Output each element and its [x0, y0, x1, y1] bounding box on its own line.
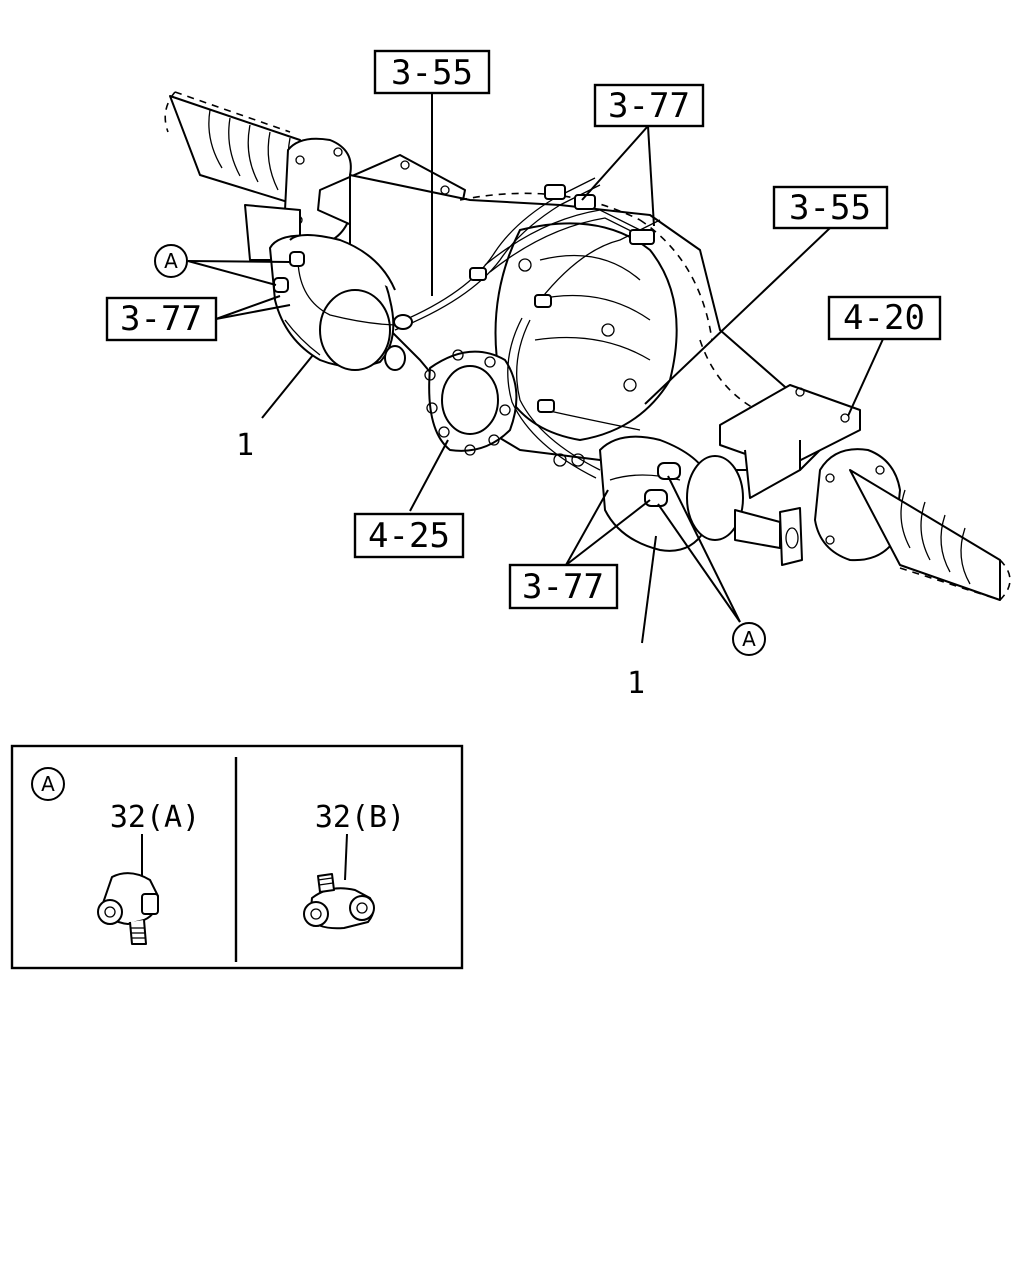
- ref-label-4-25: 4-25: [368, 516, 450, 556]
- axle-assembly-drawing: [164, 91, 1011, 601]
- part-32a-label: 32(A): [110, 800, 200, 835]
- ref-label-3-77-bottom: 3-77: [522, 567, 604, 607]
- fitting-32a-drawing: [97, 872, 159, 945]
- detail-a-marker-right: A: [732, 622, 766, 656]
- leader-lines: [187, 92, 884, 644]
- ref-box-3-77-bottom: 3-77: [508, 563, 619, 610]
- right-axle-tube: [849, 469, 1011, 601]
- left-brake-chamber: [244, 204, 406, 371]
- ref-box-4-20: 4-20: [827, 295, 942, 341]
- ref-label-3-55-right: 3-55: [789, 188, 871, 228]
- ref-box-3-55-right: 3-55: [772, 185, 889, 230]
- right-spring-seat: [719, 384, 861, 499]
- fitting-32b-drawing: [303, 873, 375, 930]
- ref-box-4-25: 4-25: [353, 512, 465, 559]
- pinion-flange: [424, 349, 518, 456]
- part-1-bottom-label: 1: [627, 666, 645, 701]
- ref-label-4-20: 4-20: [843, 298, 925, 338]
- ref-label-3-77-left: 3-77: [120, 299, 202, 339]
- right-brake-chamber: [599, 435, 803, 566]
- part-1-left-label: 1: [236, 428, 254, 463]
- detail-a-inset: A 32(A) 32(B): [10, 744, 464, 970]
- ref-label-3-77-top: 3-77: [608, 86, 690, 126]
- ref-box-3-77-top: 3-77: [593, 83, 705, 128]
- detail-a-marker-right-label: A: [742, 627, 756, 651]
- brake-pipes: [273, 177, 661, 479]
- detail-a-marker-left: A: [154, 244, 188, 278]
- ref-box-3-55-top: 3-55: [373, 49, 491, 95]
- detail-a-marker-left-label: A: [164, 249, 178, 273]
- ref-box-3-77-left: 3-77: [105, 296, 218, 342]
- ref-label-3-55-top: 3-55: [391, 53, 473, 93]
- inset-a-marker-label: A: [41, 772, 55, 796]
- part-32b-label: 32(B): [315, 800, 405, 835]
- inset-a-marker: A: [31, 767, 65, 801]
